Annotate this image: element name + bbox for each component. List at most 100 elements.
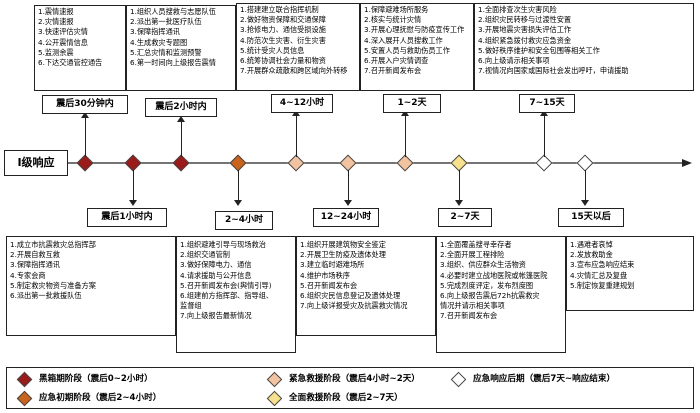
task-item: 6.组建前方指挥部、指导组、 [180, 291, 274, 301]
task-item: 3.组织、供应群众生活物资 [440, 260, 526, 270]
task-item: 6.派出第一批救援队伍 [10, 291, 82, 301]
legend-swatch-emergency [266, 371, 283, 388]
task-box-1-2d: 1.保障避难场所服务 2.核实与统计灾情 3.开展心理抚慰与防疫宣传工作 4.深… [360, 3, 474, 91]
task-item: 4.专家会商 [10, 270, 46, 280]
task-item: 2.组织灾民转移与过渡性安置 [478, 15, 572, 25]
task-item: 3.开展地震灾害损失评估工作 [478, 25, 572, 35]
stage-label-2-4h: 2~4小时 [215, 211, 273, 230]
task-item: 1.组织避难引导与现场救治 [180, 240, 266, 249]
task-item: 4.必要时建立战地医院或帐篷医院 [440, 270, 548, 280]
task-item: 6.统筹协调社会力量和物资 [240, 56, 326, 66]
task-item: 1.全面覆盖搜寻幸存者 [440, 240, 512, 249]
arrow-down [129, 200, 137, 206]
arrow-up [177, 116, 185, 122]
task-item: 1.保障避难场所服务 [364, 5, 429, 14]
task-item: 2.开展自救互救 [10, 250, 60, 260]
arrow-down [581, 200, 589, 206]
task-item: 3.抢修电力、通信受损设施 [240, 25, 326, 35]
task-item: 4.维护市场秩序 [300, 270, 350, 280]
arrow-up [401, 110, 409, 116]
task-item: 5.监测余震 [38, 47, 74, 57]
task-box-2-7d: 1.全面覆盖搜寻幸存者 2.全面开展工程排险 3.组织、供应群众生活物资 4.必… [436, 236, 566, 353]
task-item: 3.保障指挥通讯 [130, 27, 180, 37]
task-item: 4.组织紧急拨付救灾应急资金 [478, 35, 572, 45]
task-item: 4.深入展开人员搜救工作 [364, 35, 443, 45]
stage-label-1-2d: 1~2天 [383, 94, 441, 113]
connector [238, 170, 239, 202]
arrow-down [234, 200, 242, 206]
stage-label-1h: 震后1小时内 [87, 208, 167, 227]
task-item: 7.向上级详报受灾及抗震救灾情况 [300, 301, 408, 311]
legend-swatch-blackbox [16, 371, 33, 388]
legend-label-emergency: 紧急救援阶段（震后4小时~2天） [289, 374, 420, 384]
legend-swatch-initial [16, 390, 33, 407]
task-box-12-24h: 1.组织开展建筑物安全鉴定 2.开展卫生防疫及遗体处理 3.建立临时避难场所 4… [296, 236, 436, 336]
task-item: 5.召开新闻发布会 [300, 280, 358, 290]
connector [133, 170, 134, 202]
task-item: 2.组织交通管制 [180, 250, 230, 260]
arrow-down [455, 200, 463, 206]
task-item: 2.核实与统计灾情 [364, 15, 422, 25]
task-item: 2.灾情速报 [38, 17, 74, 27]
task-item: 3.建立临时避难场所 [300, 260, 365, 270]
arrow-down [344, 200, 352, 206]
stage-label-4-12h: 4~12小时 [271, 94, 333, 113]
task-item: 1.组织开展建筑物安全鉴定 [300, 240, 386, 249]
task-item: 5.汇总灾情和监测预警 [130, 47, 202, 57]
task-item: 6.开展入户灾情调查 [364, 56, 429, 66]
stage-label-30min: 震后30分钟内 [42, 95, 128, 114]
arrow-up [292, 110, 300, 116]
legend-label-full: 全面救援阶段（震后2~7天） [289, 393, 403, 403]
stage-label-2-7d: 2~7天 [438, 208, 492, 227]
task-item: 1.震情速报 [38, 7, 74, 16]
connector [85, 117, 86, 157]
task-item: 7.召开新闻发布会 [364, 66, 422, 76]
task-item: 6.第一时间向上级报告震情 [130, 58, 216, 68]
task-item: 2.发放救助金 [570, 250, 613, 260]
task-item: 监督组 [180, 301, 202, 311]
connector [296, 115, 297, 157]
task-item: 4.灾情汇总及复盘 [570, 270, 628, 280]
task-item: 6.下达交通管控通告 [38, 58, 103, 68]
task-item: 6.向上级报告震后72h抗震救灾 [440, 291, 540, 301]
task-item: 1.组织人员搜救与志愿队伍 [130, 7, 216, 16]
stage-label-2h: 震后2小时内 [145, 98, 217, 117]
legend-swatch-late [450, 371, 467, 388]
connector [544, 115, 545, 157]
task-item: 5.制定救灾物资与准备方案 [10, 280, 96, 290]
task-item: 7.视情况向国家或国际社会发出呼吁，申请援助 [478, 66, 629, 76]
legend-label-late: 应急响应后期（震后7天~响应结束） [473, 374, 616, 384]
task-item: 5.召开新闻发布会(舆情引导) [180, 280, 272, 290]
task-item: 2.派出第一批医疗队伍 [130, 17, 202, 27]
legend: 黑箱期阶段（震后0~2小时） 紧急救援阶段（震后4小时~2天） 应急响应后期（震… [6, 367, 694, 409]
task-item: 2.全面开展工程排险 [440, 250, 505, 260]
connector [348, 170, 349, 202]
task-box-7-15d: 1.全面排查次生灾害风险 2.组织灾民转移与过渡性安置 3.开展地震灾害损失评估… [474, 3, 694, 91]
task-box-15d: 1.遇难者哀悼 2.发放救助金 3.宣布应急响应结束 4.灾情汇总及复盘 5.制… [566, 236, 694, 311]
task-item: 2.开展卫生防疫及遗体处理 [300, 250, 386, 260]
legend-label-blackbox: 黑箱期阶段（震后0~2小时） [39, 374, 153, 384]
task-box-2h: 1.组织人员搜救与志愿队伍 2.派出第一批医疗队伍 3.保障指挥通讯 4.生成救… [126, 5, 236, 91]
task-item: 5.安置人员与救助伤员工作 [364, 45, 450, 55]
task-item: 5.完成烈度评定，发布烈度图 [440, 280, 534, 290]
connector [181, 121, 182, 157]
task-item: 1.成立市抗震救灾总指挥部 [10, 240, 96, 249]
task-item: 3.保障指挥通讯 [10, 260, 60, 270]
arrow-up [81, 112, 89, 118]
task-item: 7.开展群众疏散和跨区域向外转移 [240, 66, 348, 76]
task-item: 3.宣布应急响应结束 [570, 260, 635, 270]
legend-label-initial: 应急初期阶段（震后2~4小时） [39, 393, 162, 403]
task-item: 4.生成救灾专题图 [130, 37, 188, 47]
connector [585, 170, 586, 202]
task-item: 6.向上级请示相关事项 [478, 56, 550, 66]
task-item: 5.做好秩序维护和安全包围等相关工作 [478, 45, 600, 55]
task-item: 3.开展心理抚慰与防疫宣传工作 [364, 25, 465, 35]
task-item: 7.向上级报告最新情况 [180, 311, 252, 321]
task-item: 3.快速评估灾情 [38, 27, 88, 37]
task-box-1h: 1.成立市抗震救灾总指挥部 2.开展自救互救 3.保障指挥通讯 4.专家会商 5… [6, 236, 176, 336]
arrow-up [540, 110, 548, 116]
connector [405, 115, 406, 157]
task-item: 1.全面排查次生灾害风险 [478, 5, 557, 14]
response-level-box: Ⅰ级响应 [4, 150, 68, 176]
task-box-30min: 1.震情速报 2.灾情速报 3.快速评估灾情 4.公开震情信息 5.监测余震 6… [34, 5, 126, 91]
